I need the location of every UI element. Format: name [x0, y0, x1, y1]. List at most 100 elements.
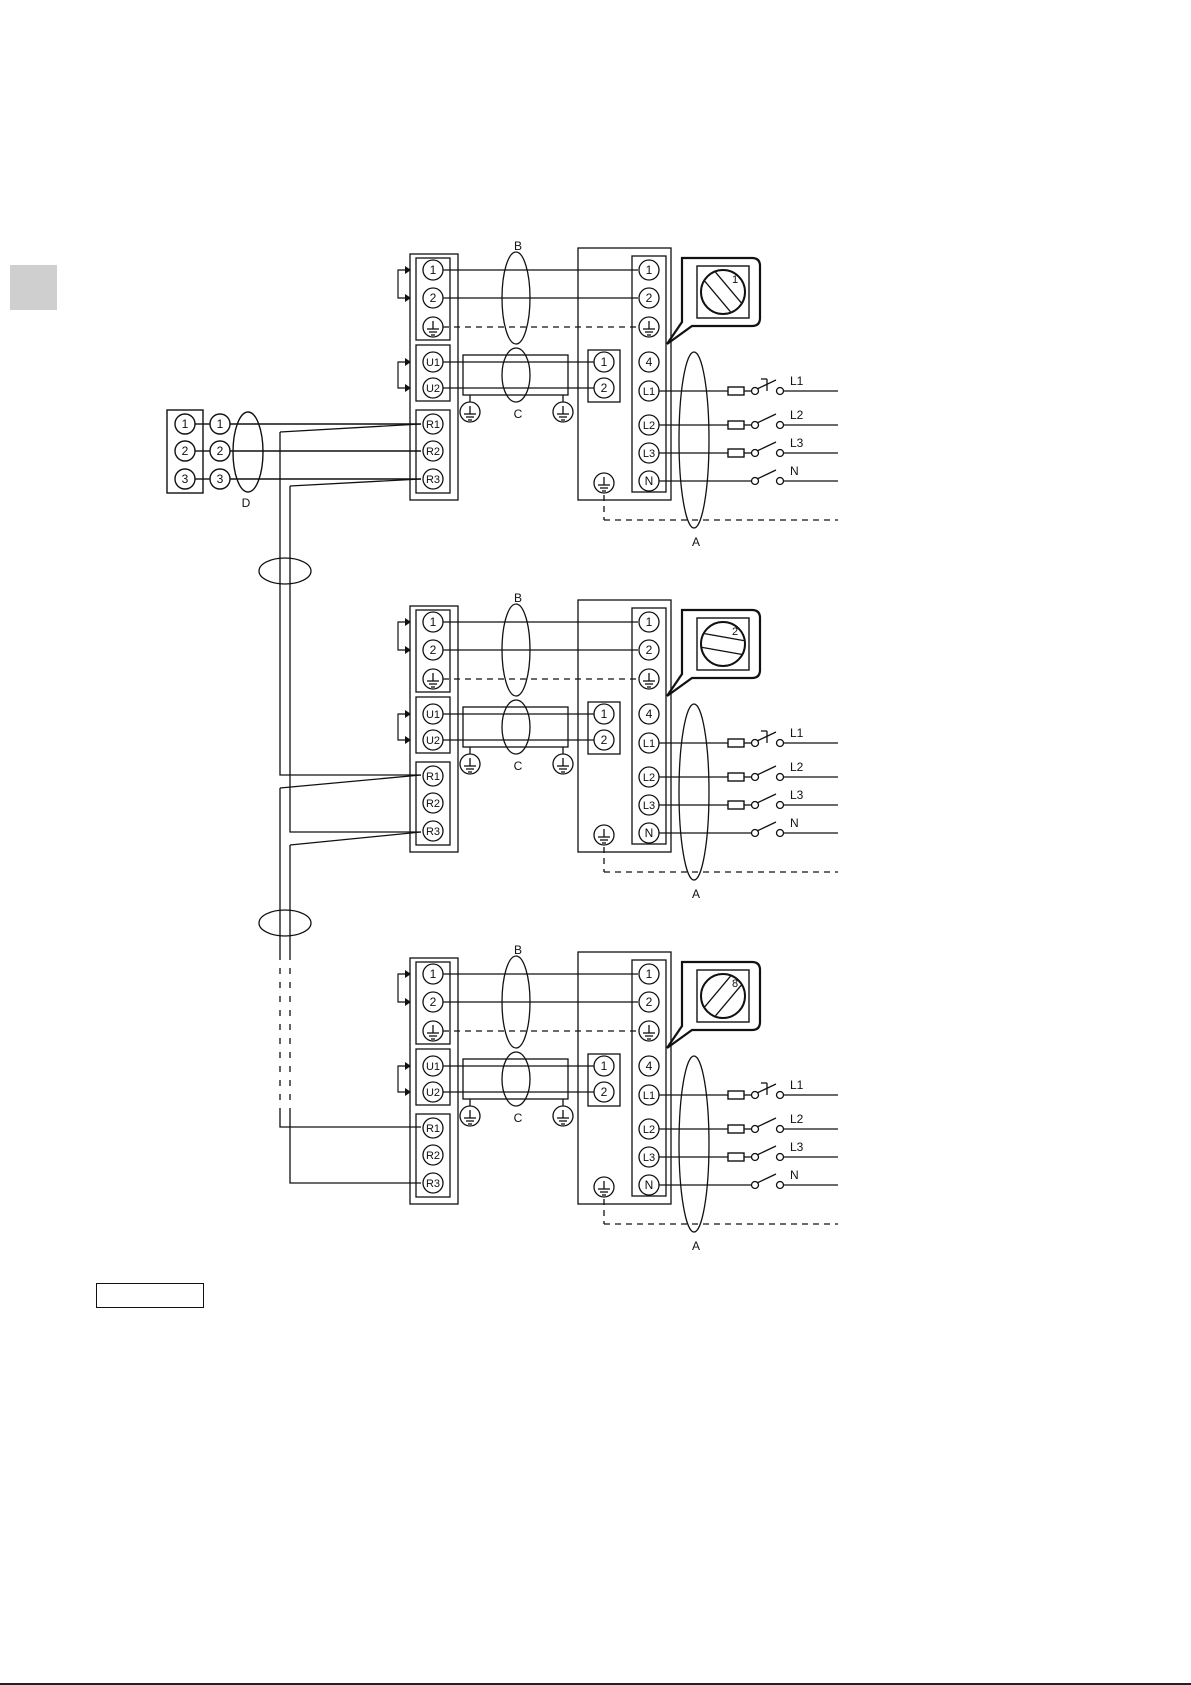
- outdoor-bus-terminal-2-label: 2: [601, 733, 608, 747]
- outdoor-bus-terminal-2-label: 2: [601, 381, 608, 395]
- switch-contact-l3-b: [777, 450, 784, 457]
- switch-blade-n: [757, 1174, 776, 1183]
- fuse-l3-icon: [728, 1153, 744, 1161]
- cable-a-ellipse: [679, 1056, 709, 1232]
- left-terminal-2-label: 2: [430, 643, 437, 657]
- switch-contact-n-b: [777, 1182, 784, 1189]
- supply-label-n: N: [790, 816, 799, 830]
- jumper-bracket-2: [398, 362, 410, 388]
- rc-cable-terminal-1: 1: [217, 417, 224, 431]
- right-terminal-4-label: 4: [646, 355, 653, 369]
- outdoor-bus-terminal-1-label: 1: [601, 1059, 608, 1073]
- switch-blade-l2: [757, 766, 776, 775]
- supply-label-l3: L3: [790, 436, 804, 450]
- outdoor-unit-panel: [578, 952, 671, 1204]
- left-terminal-1-label: 1: [430, 615, 437, 629]
- cable-a-ellipse: [679, 352, 709, 528]
- cable-a-label: A: [692, 887, 700, 901]
- right-terminal-n-label: N: [645, 826, 654, 840]
- switch-contact-l2-b: [777, 422, 784, 429]
- indoor-unit-2: 12U1U2R1R2R3BC12124L1L2L3N2L1L2L3NA: [398, 591, 838, 901]
- jumper-bracket-1: [398, 622, 410, 650]
- supply-label-l3: L3: [790, 1140, 804, 1154]
- supply-label-n: N: [790, 464, 799, 478]
- cable-c-ellipse: [502, 1052, 530, 1106]
- fuse-l1-icon: [728, 387, 744, 395]
- right-terminal-l3-label: L3: [643, 448, 655, 460]
- right-terminal-2-label: 2: [646, 291, 653, 305]
- fuse-l1-icon: [728, 739, 744, 747]
- switch-contact-n-b: [777, 478, 784, 485]
- rc-terminal-3: 3: [182, 472, 189, 486]
- rc-cable-terminal-3: 3: [217, 472, 224, 486]
- cable-b-label: B: [514, 591, 522, 605]
- outdoor-bus-terminal-1-label: 1: [601, 707, 608, 721]
- supply-label-l1: L1: [790, 726, 804, 740]
- cable-c-shield: [463, 707, 568, 747]
- left-terminal-r1-label: R1: [426, 1123, 440, 1135]
- right-terminal-4-label: 4: [646, 707, 653, 721]
- supply-label-l3: L3: [790, 788, 804, 802]
- right-terminal-l1-label: L1: [643, 386, 655, 398]
- jumper-bracket-2: [398, 714, 410, 740]
- left-terminal-u2-label: U2: [426, 1087, 440, 1099]
- supply-label-l1: L1: [790, 1078, 804, 1092]
- right-terminal-l2-label: L2: [643, 1124, 655, 1136]
- right-terminal-l1-label: L1: [643, 1090, 655, 1102]
- group-wiring-dashed: [280, 960, 290, 1110]
- cable-c-label: C: [514, 1111, 523, 1125]
- left-terminal-r3-label: R3: [426, 826, 440, 838]
- group-wiring: [259, 424, 421, 1183]
- cable-b-label: B: [514, 239, 522, 253]
- left-terminal-u1-label: U1: [426, 1061, 440, 1073]
- cable-d-label: D: [242, 496, 251, 510]
- rc-terminal-1: 1: [182, 417, 189, 431]
- switch-contact-l1-b: [777, 1092, 784, 1099]
- switch-contact-l1-b: [777, 740, 784, 747]
- cable-c-label: C: [514, 759, 523, 773]
- rc-cable-terminal-2: 2: [217, 444, 224, 458]
- jumper-bracket-1: [398, 270, 410, 298]
- outdoor-unit-panel: [578, 600, 671, 852]
- cable-c-ellipse: [502, 700, 530, 754]
- rotary-switch-dial: [701, 622, 745, 666]
- left-terminal-r1-label: R1: [426, 771, 440, 783]
- indoor-unit-3: 12U1U2R1R2R3BC12124L1L2L3N8L1L2L3NA: [398, 943, 838, 1253]
- outdoor-bus-terminal-1-label: 1: [601, 355, 608, 369]
- switch-contact-l2-b: [777, 774, 784, 781]
- unit-address-label: 2: [732, 626, 738, 638]
- cable-a-label: A: [692, 1239, 700, 1253]
- cable-a-ellipse: [679, 704, 709, 880]
- switch-blade-n: [757, 822, 776, 831]
- indoor-units: 12U1U2R1R2R3BC12124L1L2L3N1L1L2L3NA12U1U…: [398, 239, 838, 1253]
- right-terminal-4-label: 4: [646, 1059, 653, 1073]
- supply-label-l2: L2: [790, 1112, 804, 1126]
- fuse-l2-icon: [728, 421, 744, 429]
- left-terminal-r3-label: R3: [426, 474, 440, 486]
- unit-address-label: 1: [732, 274, 738, 286]
- right-terminal-1-label: 1: [646, 967, 653, 981]
- fuse-l3-icon: [728, 801, 744, 809]
- cable-c-ellipse: [502, 348, 530, 402]
- cable-c-shield: [463, 355, 568, 395]
- left-terminal-r3-label: R3: [426, 1178, 440, 1190]
- supply-label-l1: L1: [790, 374, 804, 388]
- right-terminal-l1-label: L1: [643, 738, 655, 750]
- switch-blade-l2: [757, 414, 776, 423]
- switch-blade-n: [757, 470, 776, 479]
- cable-c-shield: [463, 1059, 568, 1099]
- left-terminal-r2-label: R2: [426, 446, 440, 458]
- switch-contact-l3-b: [777, 1154, 784, 1161]
- supply-label-n: N: [790, 1168, 799, 1182]
- fuse-l3-icon: [728, 449, 744, 457]
- left-terminal-u2-label: U2: [426, 735, 440, 747]
- supply-label-l2: L2: [790, 408, 804, 422]
- right-terminal-2-label: 2: [646, 995, 653, 1009]
- jumper-bracket-2: [398, 1066, 410, 1092]
- switch-blade-l3: [757, 442, 776, 451]
- switch-contact-n-b: [777, 830, 784, 837]
- right-terminal-l3-label: L3: [643, 1152, 655, 1164]
- right-terminal-l2-label: L2: [643, 772, 655, 784]
- switch-blade-l2: [757, 1118, 776, 1127]
